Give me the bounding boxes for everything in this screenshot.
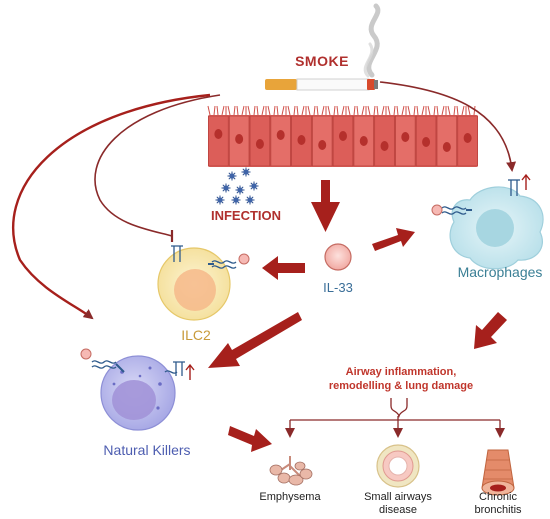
lung-icon — [269, 456, 313, 486]
macrophage-cell: Macrophages — [449, 186, 544, 280]
smoke-arrows — [11, 81, 517, 320]
virus-particle — [235, 185, 245, 195]
disease-chronic-bronchitis-label-line2: bronchitis — [474, 504, 522, 516]
disease-chronic-bronchitis-label: Chronic — [479, 491, 517, 503]
arrow-il33-to-macrophages — [372, 228, 415, 251]
arrow-nk-to-effects — [228, 426, 272, 452]
ilc2-cell: ILC2 — [157, 247, 231, 343]
il33-bound-ilc2 — [238, 253, 250, 265]
virus-particle — [249, 181, 259, 191]
infection-label: INFECTION — [211, 208, 281, 223]
arrow-epithelium-to-il33 — [311, 180, 340, 232]
natural-killers-label: Natural Killers — [103, 442, 190, 458]
arrow-il33-to-ilc2 — [262, 256, 305, 280]
macrophages-label: Macrophages — [458, 264, 543, 280]
effect-label-line1: Airway inflammation, — [346, 366, 457, 378]
airway-icon — [376, 444, 420, 488]
receptor-icon — [441, 179, 520, 215]
il33-bound-nk — [80, 348, 92, 360]
il33-label: IL-33 — [323, 280, 353, 295]
receptor-icon — [91, 360, 185, 376]
smoke-label: SMOKE — [295, 53, 349, 69]
virus-particle — [231, 195, 241, 205]
disease-emphysema-label: Emphysema — [259, 491, 321, 503]
il33-bound-macrophage — [431, 204, 443, 216]
airway-epithelium — [207, 105, 478, 167]
virus-particle — [221, 183, 231, 193]
upregulation-icon — [521, 173, 531, 190]
cigarette-icon — [265, 3, 381, 91]
virus-particle — [241, 167, 251, 177]
effects-bracket — [285, 398, 505, 438]
arrow-macrophages-to-effects — [474, 312, 507, 349]
arrow-ilc2-to-nk — [208, 312, 302, 368]
bronchus-icon — [481, 449, 515, 496]
natural-killer-cell: Natural Killers — [100, 355, 191, 458]
disease-small-airways-label: Small airways — [364, 491, 432, 503]
virus-icon — [215, 167, 259, 205]
disease-small-airways-label-line2: disease — [379, 504, 417, 516]
effect-label-line2: remodelling & lung damage — [329, 380, 473, 392]
upregulation-icon — [185, 363, 195, 380]
receptor-icon — [171, 245, 237, 269]
virus-particle — [245, 195, 255, 205]
il33-molecule — [324, 243, 352, 271]
ilc2-label: ILC2 — [181, 327, 211, 343]
virus-particle — [227, 171, 237, 181]
virus-particle — [215, 195, 225, 205]
